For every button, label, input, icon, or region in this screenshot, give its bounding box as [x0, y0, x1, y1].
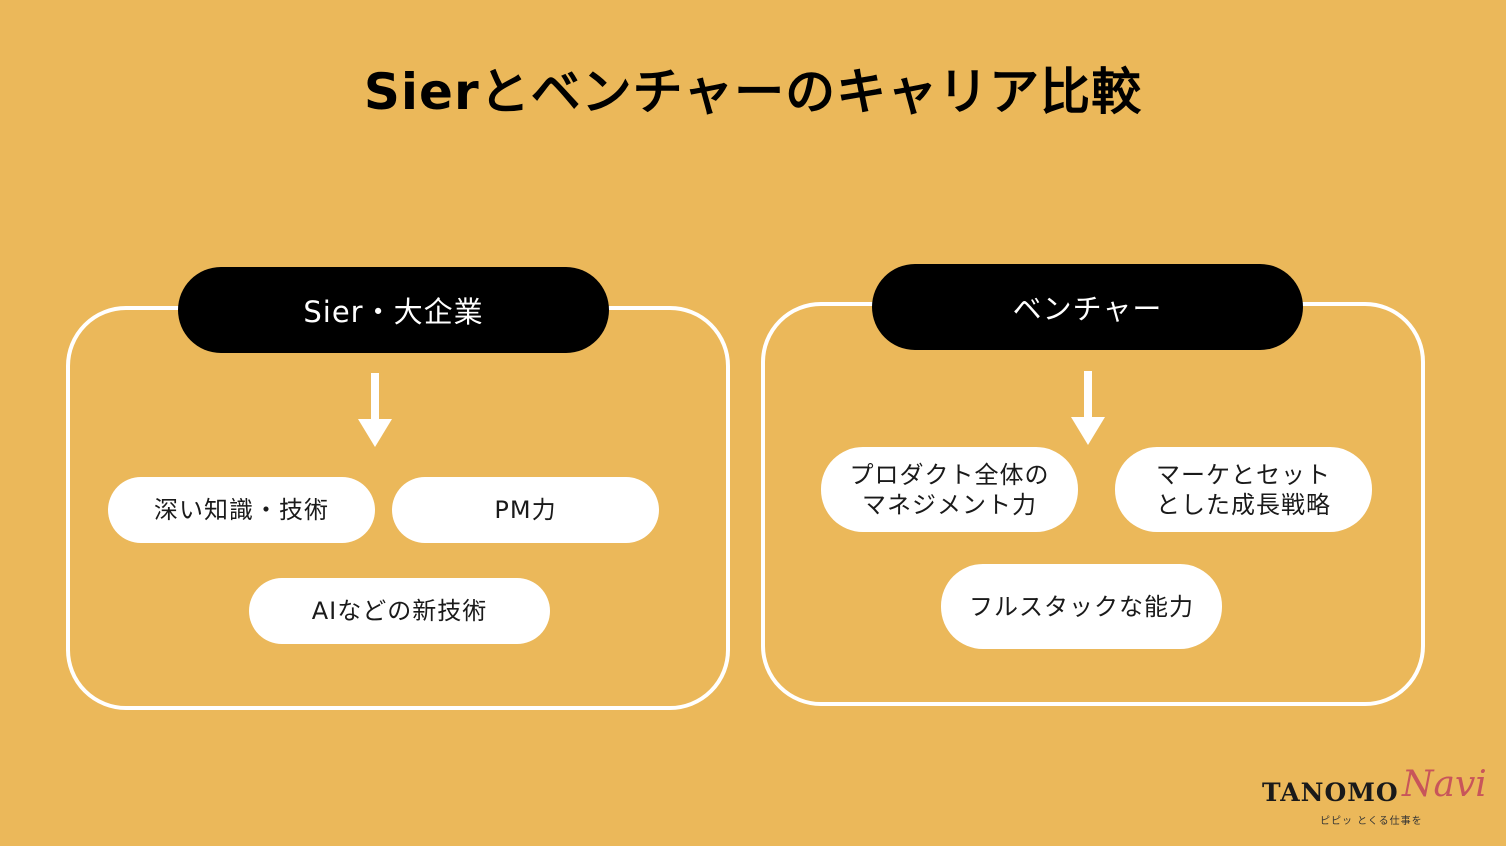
sier-header-label: Sier・大企業: [303, 295, 484, 329]
venture-arrow-down-icon: [1071, 371, 1105, 445]
venture-header-label: ベンチャー: [1012, 292, 1163, 326]
logo-tagline: ピピッ とくる仕事を: [1320, 816, 1423, 827]
venture-item-product-management: プロダクト全体の マネジメント力: [821, 447, 1078, 532]
venture-item-fullstack: フルスタックな能力: [941, 564, 1222, 649]
venture-header: ベンチャー: [872, 264, 1303, 350]
venture-item-growth-strategy: マーケとセット とした成長戦略: [1115, 447, 1372, 532]
sier-arrow-down-icon: [358, 373, 392, 447]
tanomo-navi-logo: TANOMO Navi ピピッ とくる仕事を: [1262, 764, 1487, 828]
logo-wordmark: TANOMO: [1262, 778, 1399, 807]
sier-item-knowledge: 深い知識・技術: [108, 477, 375, 543]
page-title: Sierとベンチャーのキャリア比較: [363, 63, 1143, 121]
sier-item-ai: AIなどの新技術: [249, 578, 550, 644]
sier-item-pm: PM力: [392, 477, 659, 543]
logo-script: Navi: [1402, 764, 1487, 805]
sier-header: Sier・大企業: [178, 267, 609, 353]
